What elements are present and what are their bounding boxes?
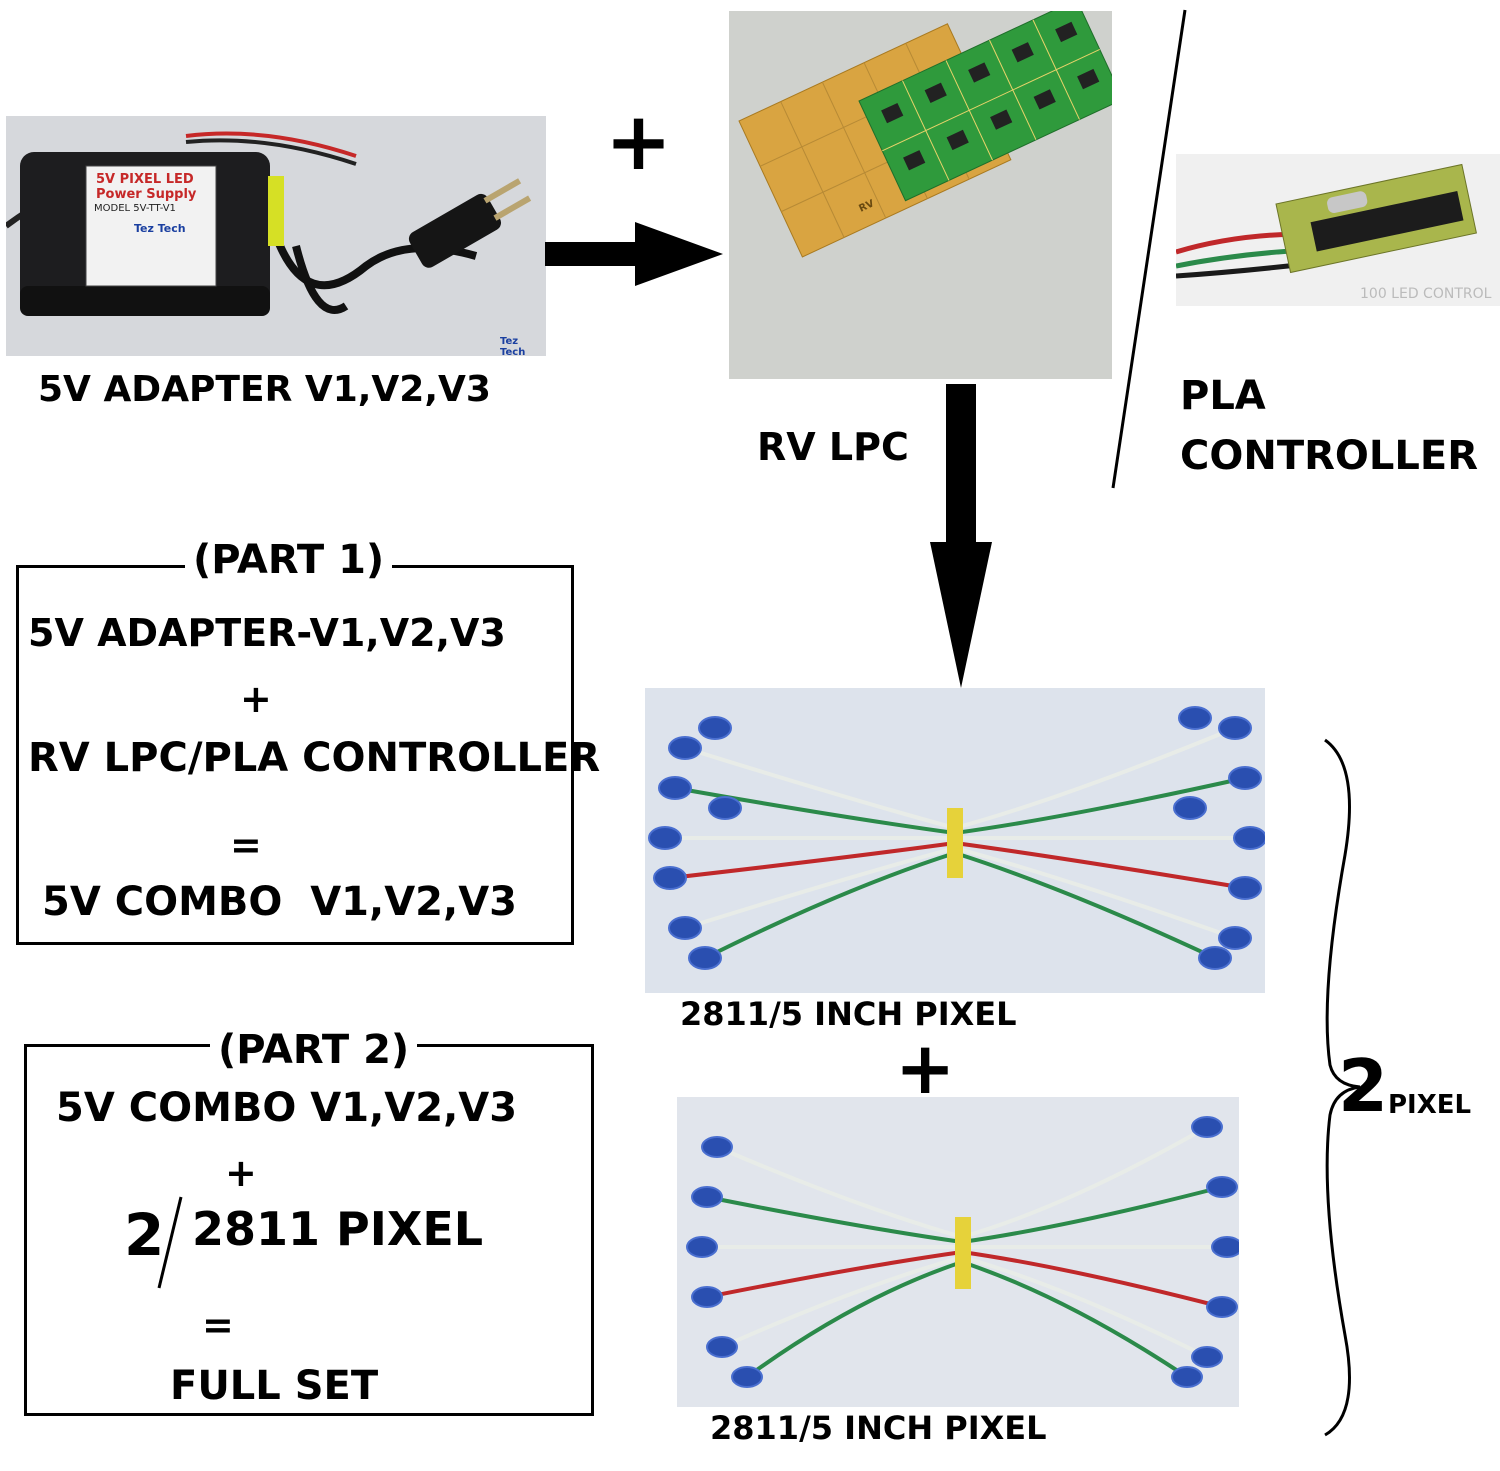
plus-sign-top: + [605, 95, 673, 188]
arrow-down-icon [930, 384, 992, 688]
adapter-watermark: Tez Tech [500, 336, 526, 356]
part1-equals: = [230, 823, 262, 867]
part1-line-2: RV LPC/PLA CONTROLLER [28, 735, 601, 781]
pixel-label-top: 2811/5 INCH PIXEL [680, 995, 1017, 1033]
part2-fraction-slash [157, 1196, 183, 1289]
pixel-string-photo-bottom [677, 1097, 1239, 1407]
part2-equals: = [202, 1303, 234, 1347]
adapter-case-line-1: 5V PIXEL LED [96, 172, 194, 187]
part1-title: (PART 1) [185, 540, 393, 580]
arrow-right-icon [545, 222, 723, 286]
part1-result: 5V COMBO V1,V2,V3 [42, 879, 517, 925]
adapter-case-line-2: Power Supply [96, 187, 197, 202]
lpc-label: RV LPC [757, 425, 909, 469]
adapter-label: 5V ADAPTER V1,V2,V3 [38, 369, 491, 410]
curly-brace-icon [1324, 738, 1361, 1437]
pla-caption: 100 LED CONTROL [1360, 286, 1492, 302]
part1-line-1: 5V ADAPTER-V1,V2,V3 [28, 611, 506, 655]
part2-plus: + [225, 1151, 257, 1195]
pixel-string-photo-top [645, 688, 1265, 993]
lpc-photo: RV [729, 11, 1112, 379]
pla-label-line-2: CONTROLLER [1180, 433, 1479, 479]
pla-controller-photo: 100 LED CONTROL [1176, 154, 1500, 306]
part2-line-1: 5V COMBO V1,V2,V3 [56, 1085, 518, 1131]
plus-sign-middle: + [895, 1026, 956, 1110]
adapter-brand: Tez Tech [134, 222, 186, 235]
adapter-photo: 5V PIXEL LED Power Supply MODEL 5V-TT-V1… [6, 116, 546, 356]
part2-result: FULL SET [170, 1363, 379, 1409]
adapter-case-line-3: MODEL 5V-TT-V1 [94, 203, 176, 214]
part1-plus: + [240, 677, 272, 721]
part2-qty: 2 [124, 1201, 165, 1269]
divider-line [1111, 9, 1187, 489]
pla-label-line-1: PLA [1180, 373, 1266, 419]
pixel-label-bottom: 2811/5 INCH PIXEL [710, 1409, 1047, 1447]
brace-unit: PIXEL [1388, 1090, 1472, 1120]
part2-item: 2811 PIXEL [192, 1202, 484, 1256]
part2-title: (PART 2) [210, 1030, 418, 1070]
brace-number: 2 [1338, 1044, 1389, 1128]
